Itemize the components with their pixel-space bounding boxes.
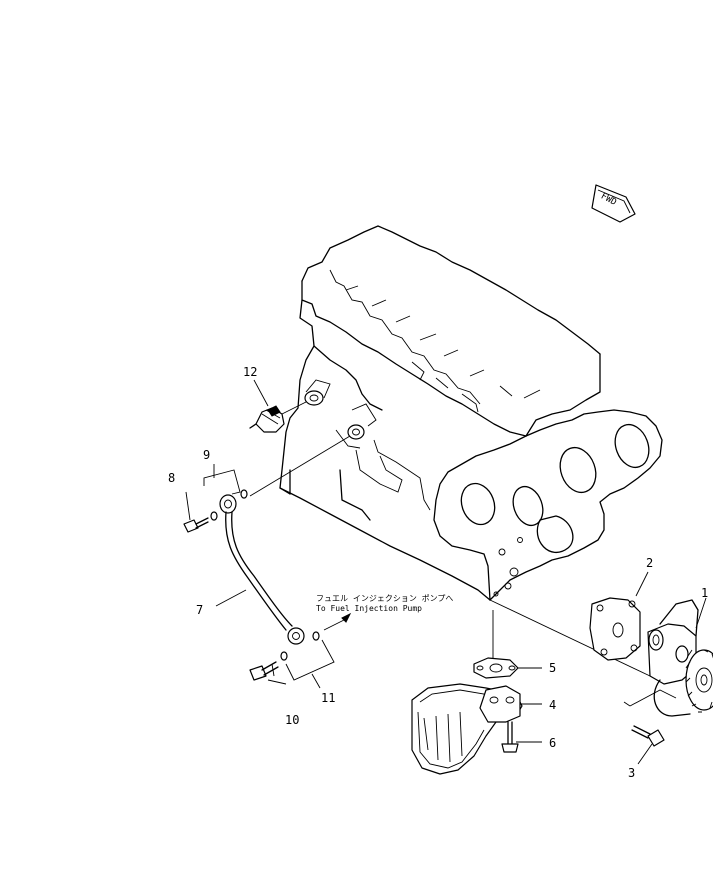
part-3-bolt <box>629 689 677 765</box>
part-2-gasket <box>589 571 649 661</box>
bracket-11 <box>280 612 352 689</box>
bracket-9 <box>203 464 241 495</box>
callout-12: 12 <box>243 365 257 379</box>
leader-lines <box>249 401 651 677</box>
part-5-gasket <box>473 657 542 679</box>
callout-7: 7 <box>196 603 203 617</box>
engine-block <box>279 225 663 601</box>
part-7-oil-tube <box>215 494 305 645</box>
callout-1: 1 <box>701 586 708 600</box>
oil-port-boss-upper <box>304 379 331 406</box>
callout-2: 2 <box>646 556 653 570</box>
part-8-banjo-bolt-upper <box>183 489 248 533</box>
part-4-strainer <box>411 683 542 775</box>
part-6-bolt <box>501 721 542 753</box>
note-english: To Fuel Injection Pump <box>316 604 422 613</box>
oil-port-boss-lower <box>347 424 365 440</box>
callout-11: 11 <box>321 691 335 705</box>
part-12-oil-pressure-switch <box>249 405 285 433</box>
callout-4: 4 <box>549 698 556 712</box>
note-japanese: フュエル インジェクション ポンプへ <box>316 594 453 603</box>
callout-5: 5 <box>549 661 556 675</box>
callout-6: 6 <box>549 736 556 750</box>
part-1-oil-pump <box>647 597 713 717</box>
callout-9: 9 <box>203 448 210 462</box>
fwd-arrow-icon: FWD <box>591 184 636 223</box>
part-10-banjo-bolt-lower <box>249 661 287 685</box>
callout-8: 8 <box>168 471 175 485</box>
callout-10: 10 <box>285 713 299 727</box>
callout-3: 3 <box>628 766 635 780</box>
pump-gear-icon <box>675 645 713 713</box>
